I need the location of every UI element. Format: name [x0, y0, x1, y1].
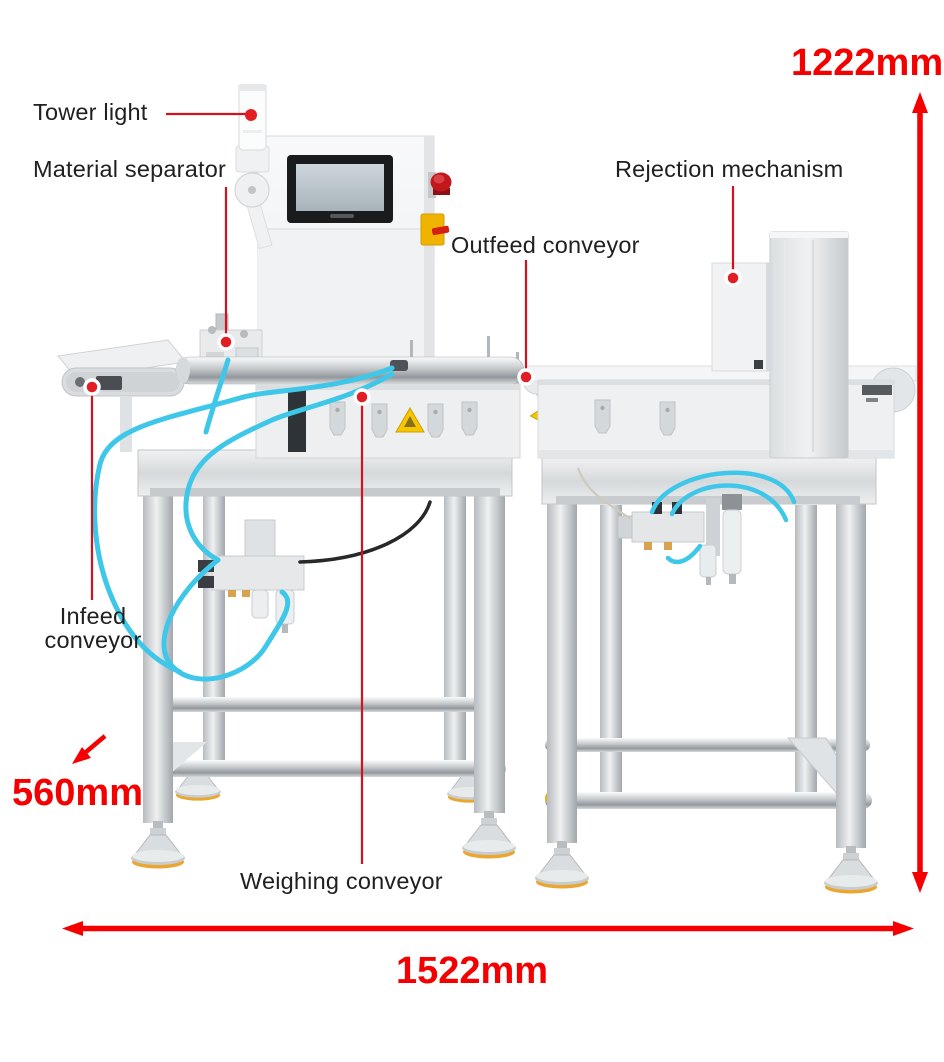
label-outfeed-conveyor: Outfeed conveyor [451, 232, 640, 258]
rejection-mechanism [711, 231, 849, 459]
label-material-separator: Material separator [33, 156, 226, 182]
callout-dots [83, 109, 742, 406]
dimension-height: 1222mm [791, 42, 944, 84]
pneumatic-tubes [649, 470, 797, 565]
touchscreen [287, 155, 393, 223]
callout-dot-weighing-conveyor [353, 388, 371, 406]
callout-dot-infeed-conveyor [83, 378, 101, 396]
weighing-conveyor [175, 336, 525, 459]
pneumatic-tubes [92, 357, 395, 682]
dimension-length: 1522mm [395, 950, 549, 992]
callout-dot-rejection-mechanism [724, 269, 742, 287]
power-cable [298, 500, 432, 564]
label-weighing-conveyor: Weighing conveyor [240, 868, 443, 894]
warning-label [395, 407, 425, 433]
sensor-wire [577, 467, 631, 519]
dimension-width: 560mm [12, 772, 143, 814]
power-switch [420, 213, 450, 246]
tube-elbow-fitting [390, 360, 408, 371]
width-dimension-arrow [72, 734, 107, 764]
label-rejection-mechanism: Rejection mechanism [615, 156, 844, 182]
dimension-arrows [62, 92, 928, 936]
label-infeed-conveyor: Infeed conveyor [44, 603, 142, 653]
length-dimension-arrow [62, 921, 914, 936]
pneumatic-valve-right [577, 467, 797, 585]
annotation-leader-lines [90, 112, 735, 864]
label-tower-light: Tower light [33, 99, 148, 125]
callout-dot-outfeed-conveyor [517, 368, 535, 386]
height-dimension-arrow [912, 92, 928, 893]
emergency-stop-button [428, 172, 452, 198]
checkweigher-frame [130, 449, 517, 869]
callout-dot-tower-light [245, 109, 257, 121]
callout-dot-material-separator [217, 333, 235, 351]
